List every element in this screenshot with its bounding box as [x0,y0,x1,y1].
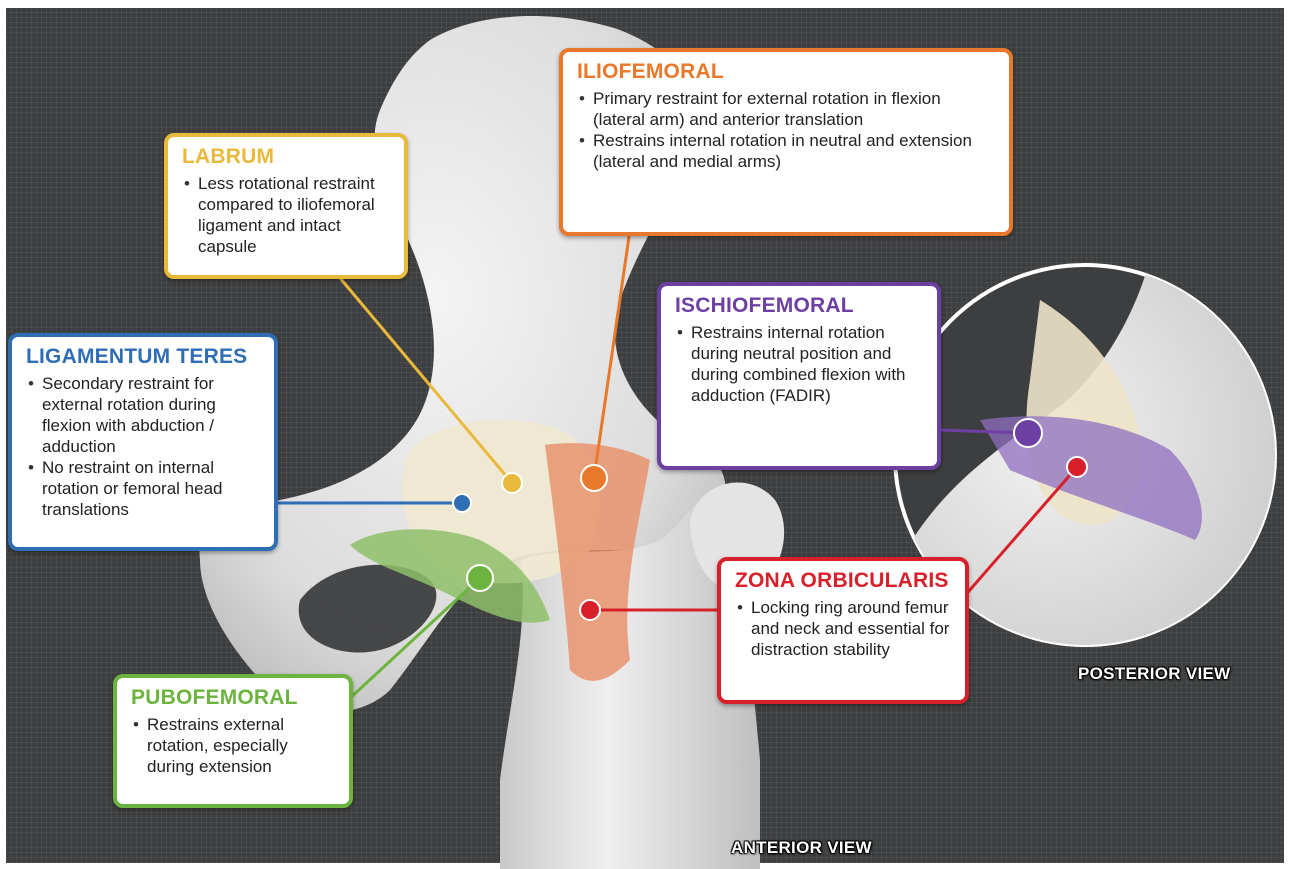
bullet-list: Restrains internal rotation during neutr… [675,322,925,406]
labrum-dot [502,473,522,493]
callout-iliofemoral: ILIOFEMORAL Primary restraint for extern… [559,48,1013,236]
zona-orbicularis-dot-posterior [1067,457,1087,477]
callout-title: PUBOFEMORAL [131,686,337,710]
callout-title: ILIOFEMORAL [577,60,997,84]
bullet-item: Primary restraint for external rotation … [593,88,997,130]
bullet-item: Restrains external rotation, especially … [147,714,337,777]
callout-title: LIGAMENTUM TERES [26,345,262,369]
bullet-list: Locking ring around femur and neck and e… [735,597,953,660]
iliofemoral-dot [581,465,607,491]
zona-orbicularis-dot-anterior [580,600,600,620]
bullet-list: Less rotational restraint compared to il… [182,173,392,257]
callout-labrum: LABRUM Less rotational restraint compare… [164,133,408,279]
ischiofemoral-dot [1014,419,1042,447]
bullet-item: Restrains internal rotation in neutral a… [593,130,997,172]
ligamentum-teres-dot [453,494,471,512]
bullet-item: Restrains internal rotation during neutr… [691,322,925,406]
bullet-item: Secondary restraint for external rotatio… [42,373,262,457]
pubofemoral-dot [467,565,493,591]
callout-title: ISCHIOFEMORAL [675,294,925,318]
bullet-list: Primary restraint for external rotation … [577,88,997,172]
bullet-item: Less rotational restraint compared to il… [198,173,392,257]
callout-zona-orbicularis: ZONA ORBICULARIS Locking ring around fem… [717,557,969,704]
callout-ligamentum-teres: LIGAMENTUM TERES Secondary restraint for… [8,333,278,551]
bullet-item: No restraint on internal rotation or fem… [42,457,262,520]
bullet-list: Secondary restraint for external rotatio… [26,373,262,520]
anterior-view-label: ANTERIOR VIEW [731,838,872,858]
posterior-view-label: POSTERIOR VIEW [1078,664,1231,684]
callout-title: LABRUM [182,145,392,169]
bullet-list: Restrains external rotation, especially … [131,714,337,777]
callout-ischiofemoral: ISCHIOFEMORAL Restrains internal rotatio… [657,282,941,470]
callout-pubofemoral: PUBOFEMORAL Restrains external rotation,… [113,674,353,808]
bullet-item: Locking ring around femur and neck and e… [751,597,953,660]
callout-title: ZONA ORBICULARIS [735,569,953,593]
